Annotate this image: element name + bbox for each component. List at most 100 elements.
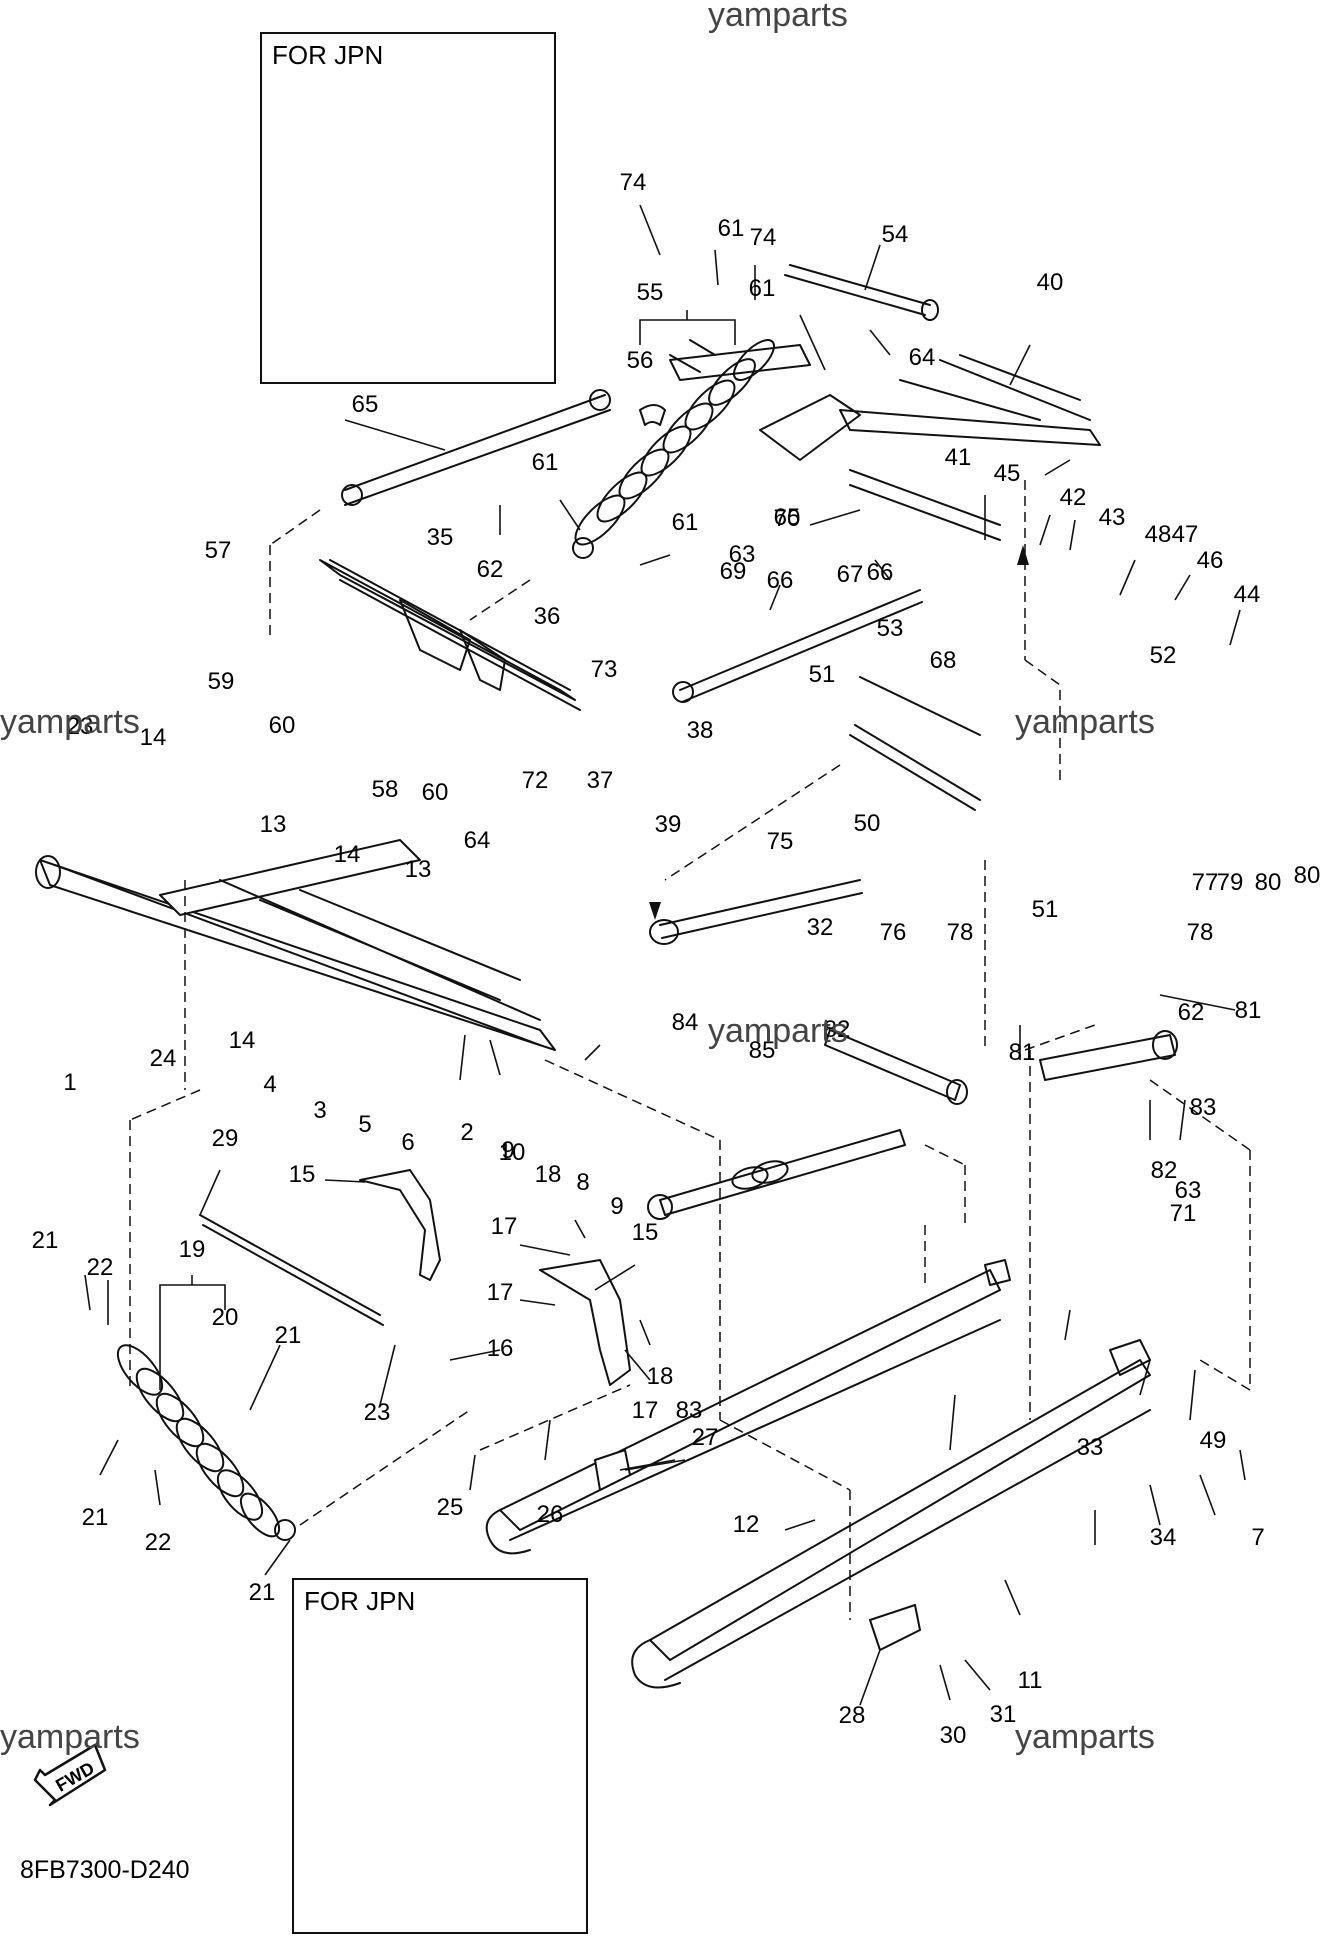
part-callout-70: 70 <box>774 505 801 532</box>
part-callout-62: 62 <box>1178 999 1205 1026</box>
part-callout-15: 15 <box>632 1219 659 1246</box>
inset-title: FOR JPN <box>304 1586 416 1616</box>
watermark-left-lower: yamparts <box>0 1718 140 1756</box>
part-callout-14: 14 <box>334 841 361 868</box>
part-callout-81: 81 <box>1009 1039 1036 1066</box>
part-callout-40: 40 <box>1037 269 1064 296</box>
part-callout-12: 12 <box>733 1511 760 1538</box>
part-callout-23: 23 <box>67 713 94 740</box>
part-callout-61: 61 <box>718 215 745 242</box>
part-callout-79: 79 <box>1217 869 1244 896</box>
part-callout-6: 6 <box>401 1129 414 1156</box>
part-callout-30: 30 <box>940 1722 967 1749</box>
part-callout-80: 80 <box>1255 869 1282 896</box>
part-callout-46: 46 <box>1197 547 1224 574</box>
part-callout-27: 27 <box>692 1424 719 1451</box>
part-callout-22: 22 <box>145 1529 172 1556</box>
part-callout-62: 62 <box>477 556 504 583</box>
part-callout-67: 67 <box>837 561 864 588</box>
part-callout-57: 57 <box>205 537 232 564</box>
part-callout-13: 13 <box>260 811 287 838</box>
main-shock-absorber-drawing <box>572 339 811 559</box>
part-callout-21: 21 <box>32 1227 59 1254</box>
part-callout-29: 29 <box>212 1125 239 1152</box>
part-callout-11: 11 <box>1018 1667 1043 1694</box>
part-callout-75: 75 <box>767 828 794 855</box>
part-callout-38: 38 <box>687 717 714 744</box>
part-callout-31: 31 <box>990 1701 1017 1728</box>
watermark-top: yamparts <box>708 0 848 34</box>
part-callout-3: 3 <box>313 1097 326 1124</box>
part-callout-63: 63 <box>729 541 756 568</box>
part-callout-54: 54 <box>882 221 909 248</box>
part-callout-77: 77 <box>1192 869 1219 896</box>
part-callout-69: 69 <box>720 558 747 585</box>
part-callout-84: 84 <box>672 1009 699 1036</box>
part-callout-32: 32 <box>807 914 834 941</box>
inset-for-jpn-shock-55: FOR JPN <box>260 32 556 384</box>
part-callout-14: 14 <box>229 1027 256 1054</box>
inset-title: FOR JPN <box>272 40 384 70</box>
part-callout-5: 5 <box>358 1111 371 1138</box>
part-callout-55: 55 <box>637 279 664 306</box>
part-callout-25: 25 <box>437 1494 464 1521</box>
part-callout-42: 42 <box>1060 484 1087 511</box>
part-callout-13: 13 <box>405 856 432 883</box>
part-callout-18: 18 <box>535 1161 562 1188</box>
part-callout-36: 36 <box>534 603 561 630</box>
part-callout-68: 68 <box>930 647 957 674</box>
part-callout-24: 24 <box>150 1045 177 1072</box>
part-callout-61: 61 <box>672 509 699 536</box>
diagram-code: 8FB7300-D240 <box>20 1856 190 1884</box>
part-callout-26: 26 <box>537 1501 564 1528</box>
part-callout-81: 81 <box>1235 997 1262 1024</box>
part-callout-17: 17 <box>632 1397 659 1424</box>
part-callout-63: 63 <box>1175 1177 1202 1204</box>
part-callout-4: 4 <box>263 1071 276 1098</box>
part-callout-83: 83 <box>676 1397 703 1424</box>
part-callout-76: 76 <box>880 919 907 946</box>
watermark-right-lower: yamparts <box>1015 1718 1155 1756</box>
part-callout-83: 83 <box>1190 1094 1217 1121</box>
part-callout-47: 47 <box>1172 521 1199 548</box>
watermark-right-upper: yamparts <box>1015 703 1155 741</box>
part-callout-9: 9 <box>501 1137 514 1164</box>
part-callout-51: 51 <box>1032 896 1059 923</box>
part-callout-21: 21 <box>275 1322 302 1349</box>
part-callout-85: 85 <box>749 1037 776 1064</box>
part-callout-20: 20 <box>212 1304 239 1331</box>
part-callout-65: 65 <box>774 504 801 531</box>
part-callout-60: 60 <box>269 712 296 739</box>
part-callout-52: 52 <box>1150 642 1177 669</box>
part-callout-58: 58 <box>372 776 399 803</box>
part-callout-64: 64 <box>909 344 936 371</box>
part-callout-80: 80 <box>1294 862 1321 889</box>
part-callout-74: 74 <box>620 169 647 196</box>
part-callout-82: 82 <box>824 1016 851 1043</box>
part-callout-74: 74 <box>750 224 777 251</box>
part-callout-9: 9 <box>610 1193 623 1220</box>
part-callout-8: 8 <box>576 1169 589 1196</box>
part-callout-21: 21 <box>249 1579 276 1606</box>
part-callout-64: 64 <box>464 827 491 854</box>
part-callout-28: 28 <box>839 1702 866 1729</box>
part-callout-10: 10 <box>499 1139 526 1166</box>
part-callout-18: 18 <box>647 1363 674 1390</box>
part-callout-7: 7 <box>1251 1524 1264 1551</box>
part-callout-50: 50 <box>854 810 881 837</box>
watermark-left-upper: yamparts <box>0 703 140 741</box>
part-callout-43: 43 <box>1099 504 1126 531</box>
part-callout-23: 23 <box>364 1399 391 1426</box>
part-callout-45: 45 <box>994 460 1021 487</box>
part-callout-48: 48 <box>1145 521 1172 548</box>
part-callout-44: 44 <box>1234 581 1261 608</box>
part-callout-39: 39 <box>655 811 682 838</box>
part-callout-34: 34 <box>1150 1524 1177 1551</box>
part-callout-56: 56 <box>627 347 654 374</box>
part-callout-16: 16 <box>487 1335 514 1362</box>
part-callout-65: 65 <box>352 391 379 418</box>
part-callout-78: 78 <box>1187 919 1214 946</box>
part-callout-82: 82 <box>1151 1157 1178 1184</box>
